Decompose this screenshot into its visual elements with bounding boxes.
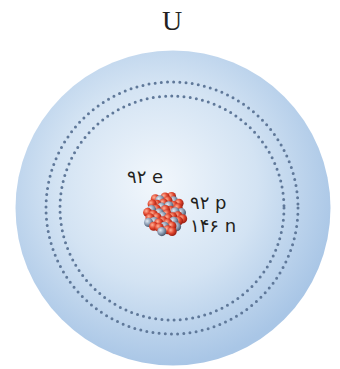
- particle-count: ۹۲ p: [190, 192, 226, 214]
- element-symbol: U: [162, 4, 182, 38]
- electron-shell: [60, 96, 284, 320]
- atom-circle: ۹۲ e: [15, 50, 331, 366]
- nucleon: [157, 227, 166, 236]
- atom-illustration: [15, 50, 331, 366]
- nucleus: [143, 192, 187, 236]
- atom-body: [16, 51, 331, 366]
- nucleon: [168, 227, 177, 236]
- electron-count: ۹۲ e: [127, 166, 163, 188]
- particle-count: ۱۴۶ n: [190, 215, 236, 237]
- electron-shell: [46, 82, 298, 334]
